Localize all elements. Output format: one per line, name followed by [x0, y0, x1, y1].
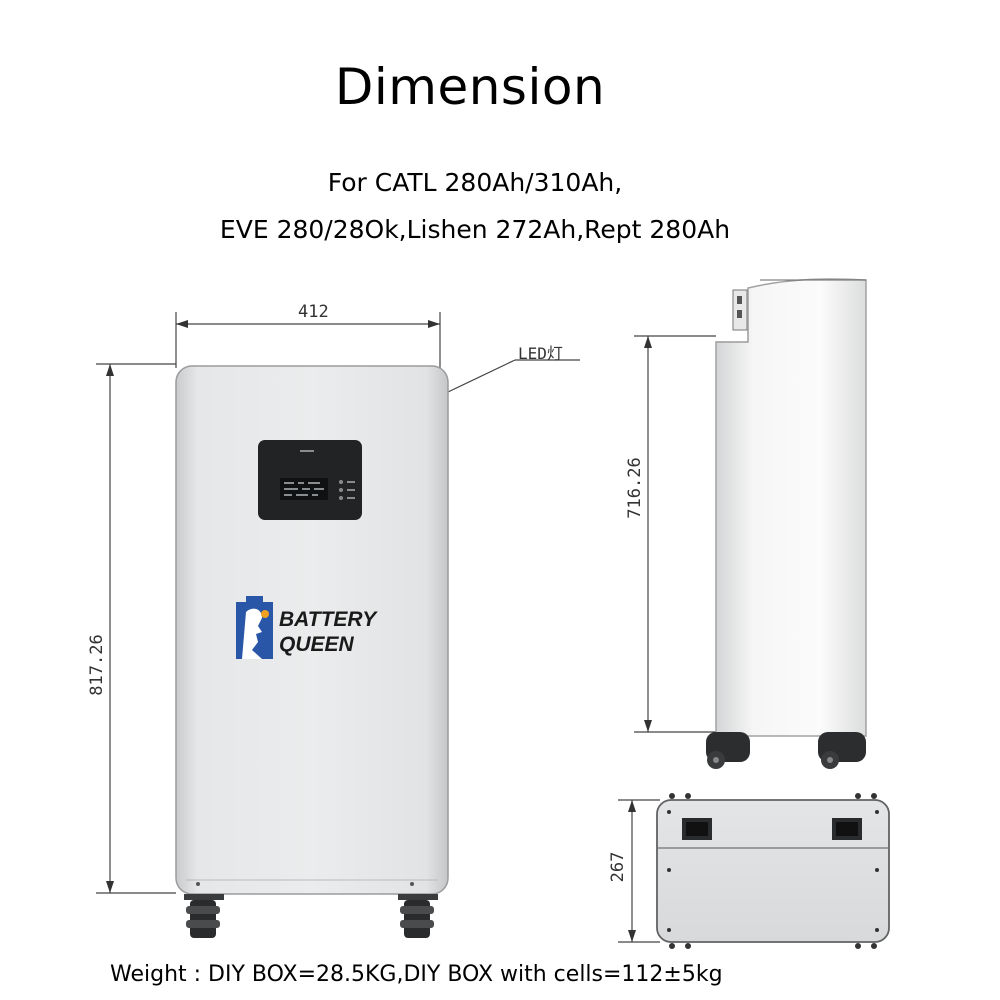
side-casters — [706, 732, 866, 769]
top-view — [618, 793, 890, 949]
battery-queen-logo-icon — [236, 596, 273, 659]
led-label: LED灯 — [518, 344, 563, 363]
brand-line-1: BATTERY — [279, 608, 377, 631]
battery-body-side — [715, 278, 867, 737]
compatibility-line-2: EVE 280/28Ok,Lishen 272Ah,Rept 280Ah — [219, 215, 731, 244]
brand-line-2: QUEEN — [279, 633, 354, 656]
battery-body-top — [656, 799, 890, 943]
depth-label: 267 — [608, 851, 628, 883]
front-view — [96, 312, 580, 938]
page-title: Dimension — [334, 58, 606, 116]
front-casters — [184, 894, 438, 938]
width-label: 412 — [298, 302, 329, 322]
side-height-label: 716.26 — [625, 457, 645, 519]
battery-body-front — [175, 365, 449, 895]
side-view — [634, 278, 867, 769]
weight-note: Weight : DIY BOX=28.5KG,DIY BOX with cel… — [110, 962, 723, 987]
front-height-label: 817.26 — [87, 634, 107, 696]
compatibility-line-1: For CATL 280Ah/310Ah, — [327, 168, 623, 197]
